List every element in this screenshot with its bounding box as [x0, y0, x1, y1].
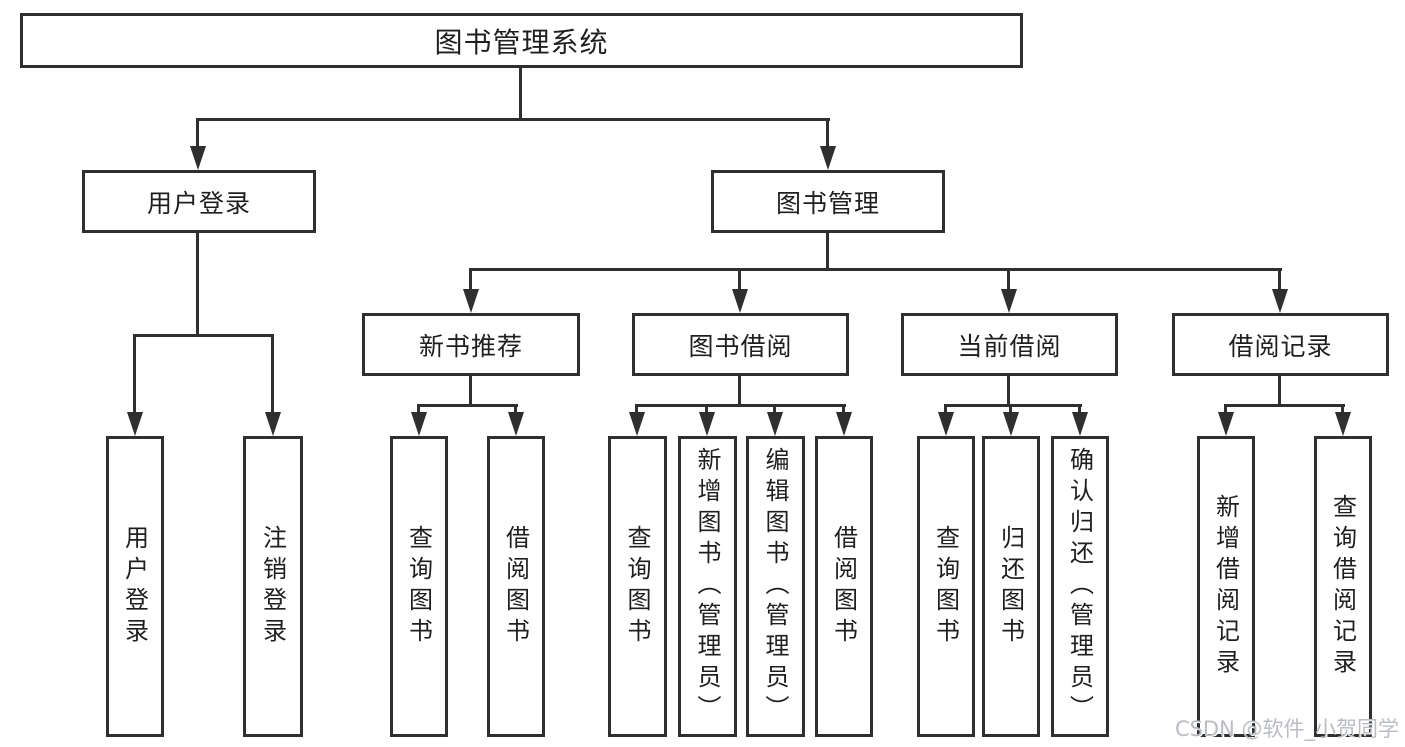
connector-line: [133, 334, 136, 416]
arrow-down-icon: [1001, 289, 1017, 313]
watermark: CSDN @软件_小贺同学: [1174, 717, 1399, 741]
connector-line: [417, 404, 420, 416]
node-user-login: 用户登录: [82, 170, 316, 233]
arrow-down-icon: [265, 412, 281, 436]
node-label: 查询图书: [623, 524, 651, 649]
node-borrowing-records: 借阅记录: [1172, 313, 1389, 376]
node-confirm-return-admin: 确认归还（管理员）: [1051, 436, 1109, 737]
node-book-management: 图书管理: [711, 170, 945, 233]
arrow-down-icon: [190, 146, 206, 170]
node-label: 用户登录: [120, 524, 149, 649]
connector-line: [1007, 376, 1010, 406]
arrow-down-icon: [820, 146, 836, 170]
node-library-management-system: 图书管理系统: [20, 13, 1023, 68]
connector-line: [842, 404, 845, 416]
node-label: 查询图书: [931, 524, 960, 649]
arrow-down-icon: [699, 412, 715, 436]
node-add-book-admin: 新增图书（管理员）: [678, 436, 737, 737]
node-add-borrow-record: 新增借阅记录: [1197, 436, 1255, 737]
node-label: 归还图书: [996, 524, 1025, 649]
node-label: 借阅图书: [829, 524, 858, 649]
node-label: 查询图书: [404, 524, 433, 649]
arrow-down-icon: [836, 412, 852, 436]
connector-line: [469, 268, 1282, 271]
connector-line: [196, 118, 830, 121]
arrow-down-icon: [1072, 412, 1088, 436]
connector-line: [196, 118, 199, 150]
connector-line: [1225, 404, 1345, 407]
connector-line: [418, 404, 518, 407]
arrow-down-icon: [127, 412, 143, 436]
connector-line: [514, 404, 517, 416]
connector-line: [1007, 268, 1010, 292]
node-label: 编辑图书（管理员）: [761, 447, 789, 726]
node-label: 用户登录: [146, 188, 251, 218]
connector-line: [1278, 376, 1281, 406]
node-query-borrow-record: 查询借阅记录: [1314, 436, 1372, 737]
node-book-borrowing: 图书借阅: [632, 313, 849, 376]
connector-line: [773, 404, 776, 416]
connector-line: [1009, 404, 1012, 416]
node-label: 图书管理系统: [434, 25, 609, 59]
connector-line: [1224, 404, 1227, 416]
node-label: 借阅图书: [501, 524, 530, 649]
connector-line: [519, 68, 522, 120]
arrow-down-icon: [1335, 412, 1351, 436]
node-label: 查询借阅记录: [1328, 493, 1357, 680]
node-return-books: 归还图书: [982, 436, 1040, 737]
connector-line: [1078, 404, 1081, 416]
arrow-down-icon: [1003, 412, 1019, 436]
node-query-books-borrowing: 查询图书: [608, 436, 667, 737]
connector-line: [635, 404, 638, 416]
connector-line: [1278, 268, 1281, 292]
connector-line: [738, 268, 741, 292]
node-label: 新增图书（管理员）: [693, 447, 721, 726]
node-user-login-leaf: 用户登录: [106, 436, 164, 737]
node-query-books-current: 查询图书: [917, 436, 975, 737]
arrow-down-icon: [629, 412, 645, 436]
node-edit-book-admin: 编辑图书（管理员）: [746, 436, 805, 737]
arrow-down-icon: [508, 412, 524, 436]
connector-line: [134, 334, 274, 337]
connector-line: [945, 404, 1082, 407]
connector-line: [196, 233, 199, 337]
node-label: 新书推荐: [418, 331, 523, 361]
connector-line: [826, 233, 829, 271]
connector-line: [705, 404, 708, 416]
connector-line: [469, 268, 472, 292]
node-borrow-books-recommend: 借阅图书: [487, 436, 545, 737]
arrow-down-icon: [1218, 412, 1234, 436]
arrow-down-icon: [732, 289, 748, 313]
arrow-down-icon: [463, 289, 479, 313]
node-label: 确认归还（管理员）: [1065, 447, 1094, 726]
node-label: 当前借阅: [957, 331, 1062, 361]
node-borrow-books: 借阅图书: [815, 436, 873, 737]
connector-line: [1341, 404, 1344, 416]
node-label: 新增借阅记录: [1211, 493, 1240, 680]
connector-line: [636, 404, 846, 407]
node-label: 图书管理: [775, 188, 880, 218]
node-label: 注销登录: [258, 524, 287, 649]
node-query-books-recommend: 查询图书: [390, 436, 448, 737]
node-logout: 注销登录: [243, 436, 303, 737]
node-label: 图书借阅: [688, 331, 793, 361]
node-current-borrowing: 当前借阅: [901, 313, 1118, 376]
connector-line: [826, 118, 829, 150]
connector-line: [469, 376, 472, 406]
arrow-down-icon: [938, 412, 954, 436]
node-new-book-recommendation: 新书推荐: [362, 313, 580, 376]
arrow-down-icon: [411, 412, 427, 436]
connector-line: [944, 404, 947, 416]
connector-line: [271, 334, 274, 416]
connector-line: [738, 376, 741, 406]
node-label: 借阅记录: [1228, 331, 1333, 361]
arrow-down-icon: [767, 412, 783, 436]
arrow-down-icon: [1272, 289, 1288, 313]
